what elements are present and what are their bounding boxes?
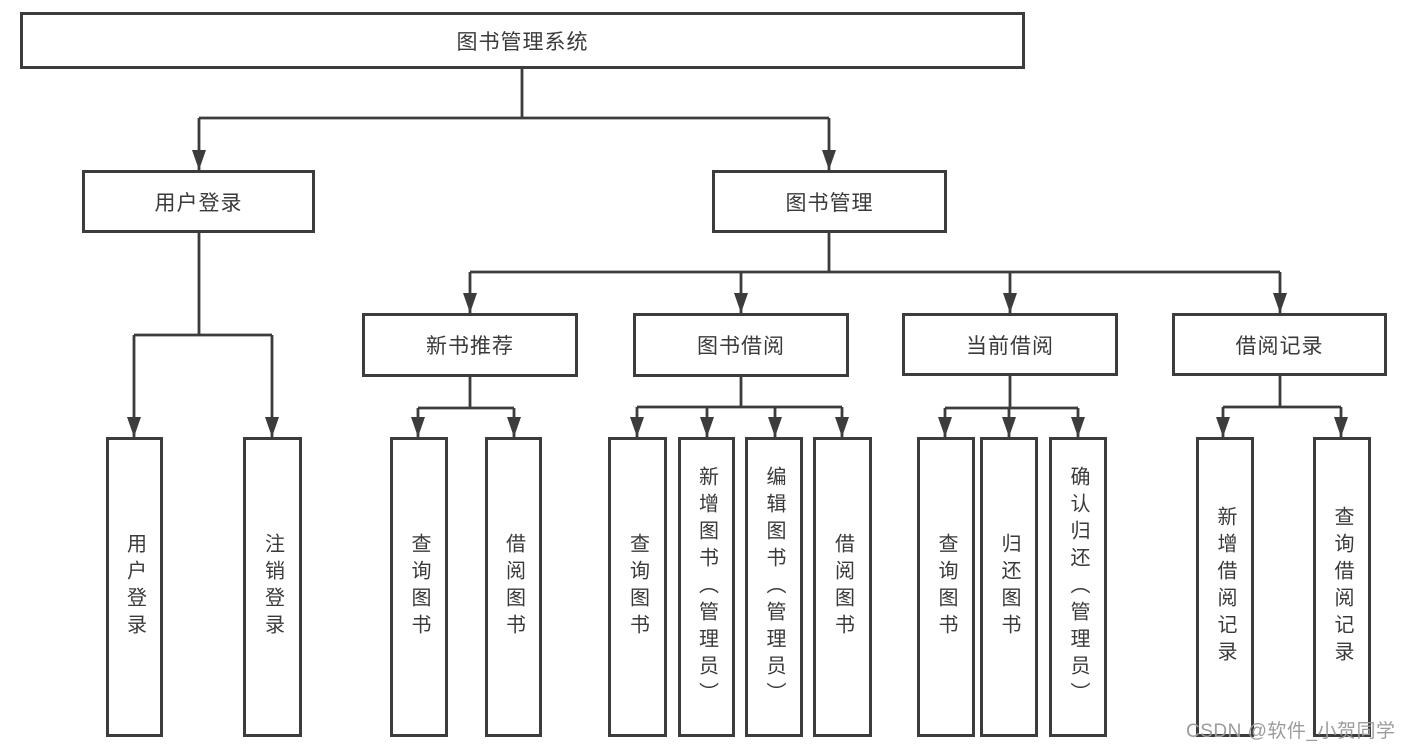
leaf-query-books: 查询图书 [608, 437, 667, 737]
leaf-add-borrow-record: 新增借阅记录 [1196, 437, 1254, 737]
leaf-label: 查询图书 [935, 533, 957, 641]
leaf-label: 查询借阅记录 [1331, 506, 1353, 668]
leaf-query-books: 查询图书 [917, 437, 975, 737]
leaf-query-borrow-record: 查询借阅记录 [1313, 437, 1371, 737]
leaf-borrow-books: 借阅图书 [813, 437, 872, 737]
leaf-label: 编辑图书（管理员） [763, 465, 785, 709]
leaf-label: 借阅图书 [831, 533, 854, 641]
leaf-query-books: 查询图书 [390, 437, 448, 737]
node-label: 图书管理系统 [456, 30, 589, 54]
leaf-label: 借阅图书 [502, 533, 525, 641]
node-label: 新书推荐 [426, 335, 514, 358]
node-borrow-records: 借阅记录 [1172, 313, 1387, 376]
leaf-borrow-books: 借阅图书 [485, 437, 542, 737]
leaf-label: 注销登录 [261, 533, 284, 641]
leaf-label: 新增图书（管理员） [695, 465, 718, 709]
leaf-label: 归还图书 [998, 533, 1020, 641]
leaf-label: 用户登录 [123, 533, 146, 641]
node-book-borrow: 图书借阅 [633, 313, 849, 377]
leaf-label: 确认归还（管理员） [1067, 465, 1089, 709]
leaf-edit-books-admin: 编辑图书（管理员） [745, 437, 803, 737]
leaf-label: 查询图书 [626, 533, 649, 641]
node-current-borrow: 当前借阅 [902, 313, 1118, 376]
leaf-label: 查询图书 [408, 533, 430, 641]
node-book-management: 图书管理 [712, 170, 947, 233]
leaf-add-books-admin: 新增图书（管理员） [678, 437, 735, 737]
node-user-login: 用户登录 [82, 170, 315, 233]
node-label: 图书借阅 [697, 335, 785, 358]
node-new-book-recommend: 新书推荐 [362, 313, 578, 377]
node-label: 借阅记录 [1235, 334, 1324, 358]
csdn-watermark: CSDN @软件_小贺同学 [1186, 721, 1396, 742]
leaf-confirm-return-admin: 确认归还（管理员） [1049, 437, 1107, 737]
leaf-logout: 注销登录 [243, 437, 302, 737]
leaf-label: 新增借阅记录 [1214, 506, 1236, 668]
node-label: 当前借阅 [966, 334, 1054, 358]
leaf-return-books: 归还图书 [980, 437, 1038, 737]
node-system-root: 图书管理系统 [20, 12, 1025, 69]
leaf-user-login: 用户登录 [106, 437, 163, 737]
node-label: 用户登录 [154, 191, 243, 215]
node-label: 图书管理 [785, 191, 874, 215]
